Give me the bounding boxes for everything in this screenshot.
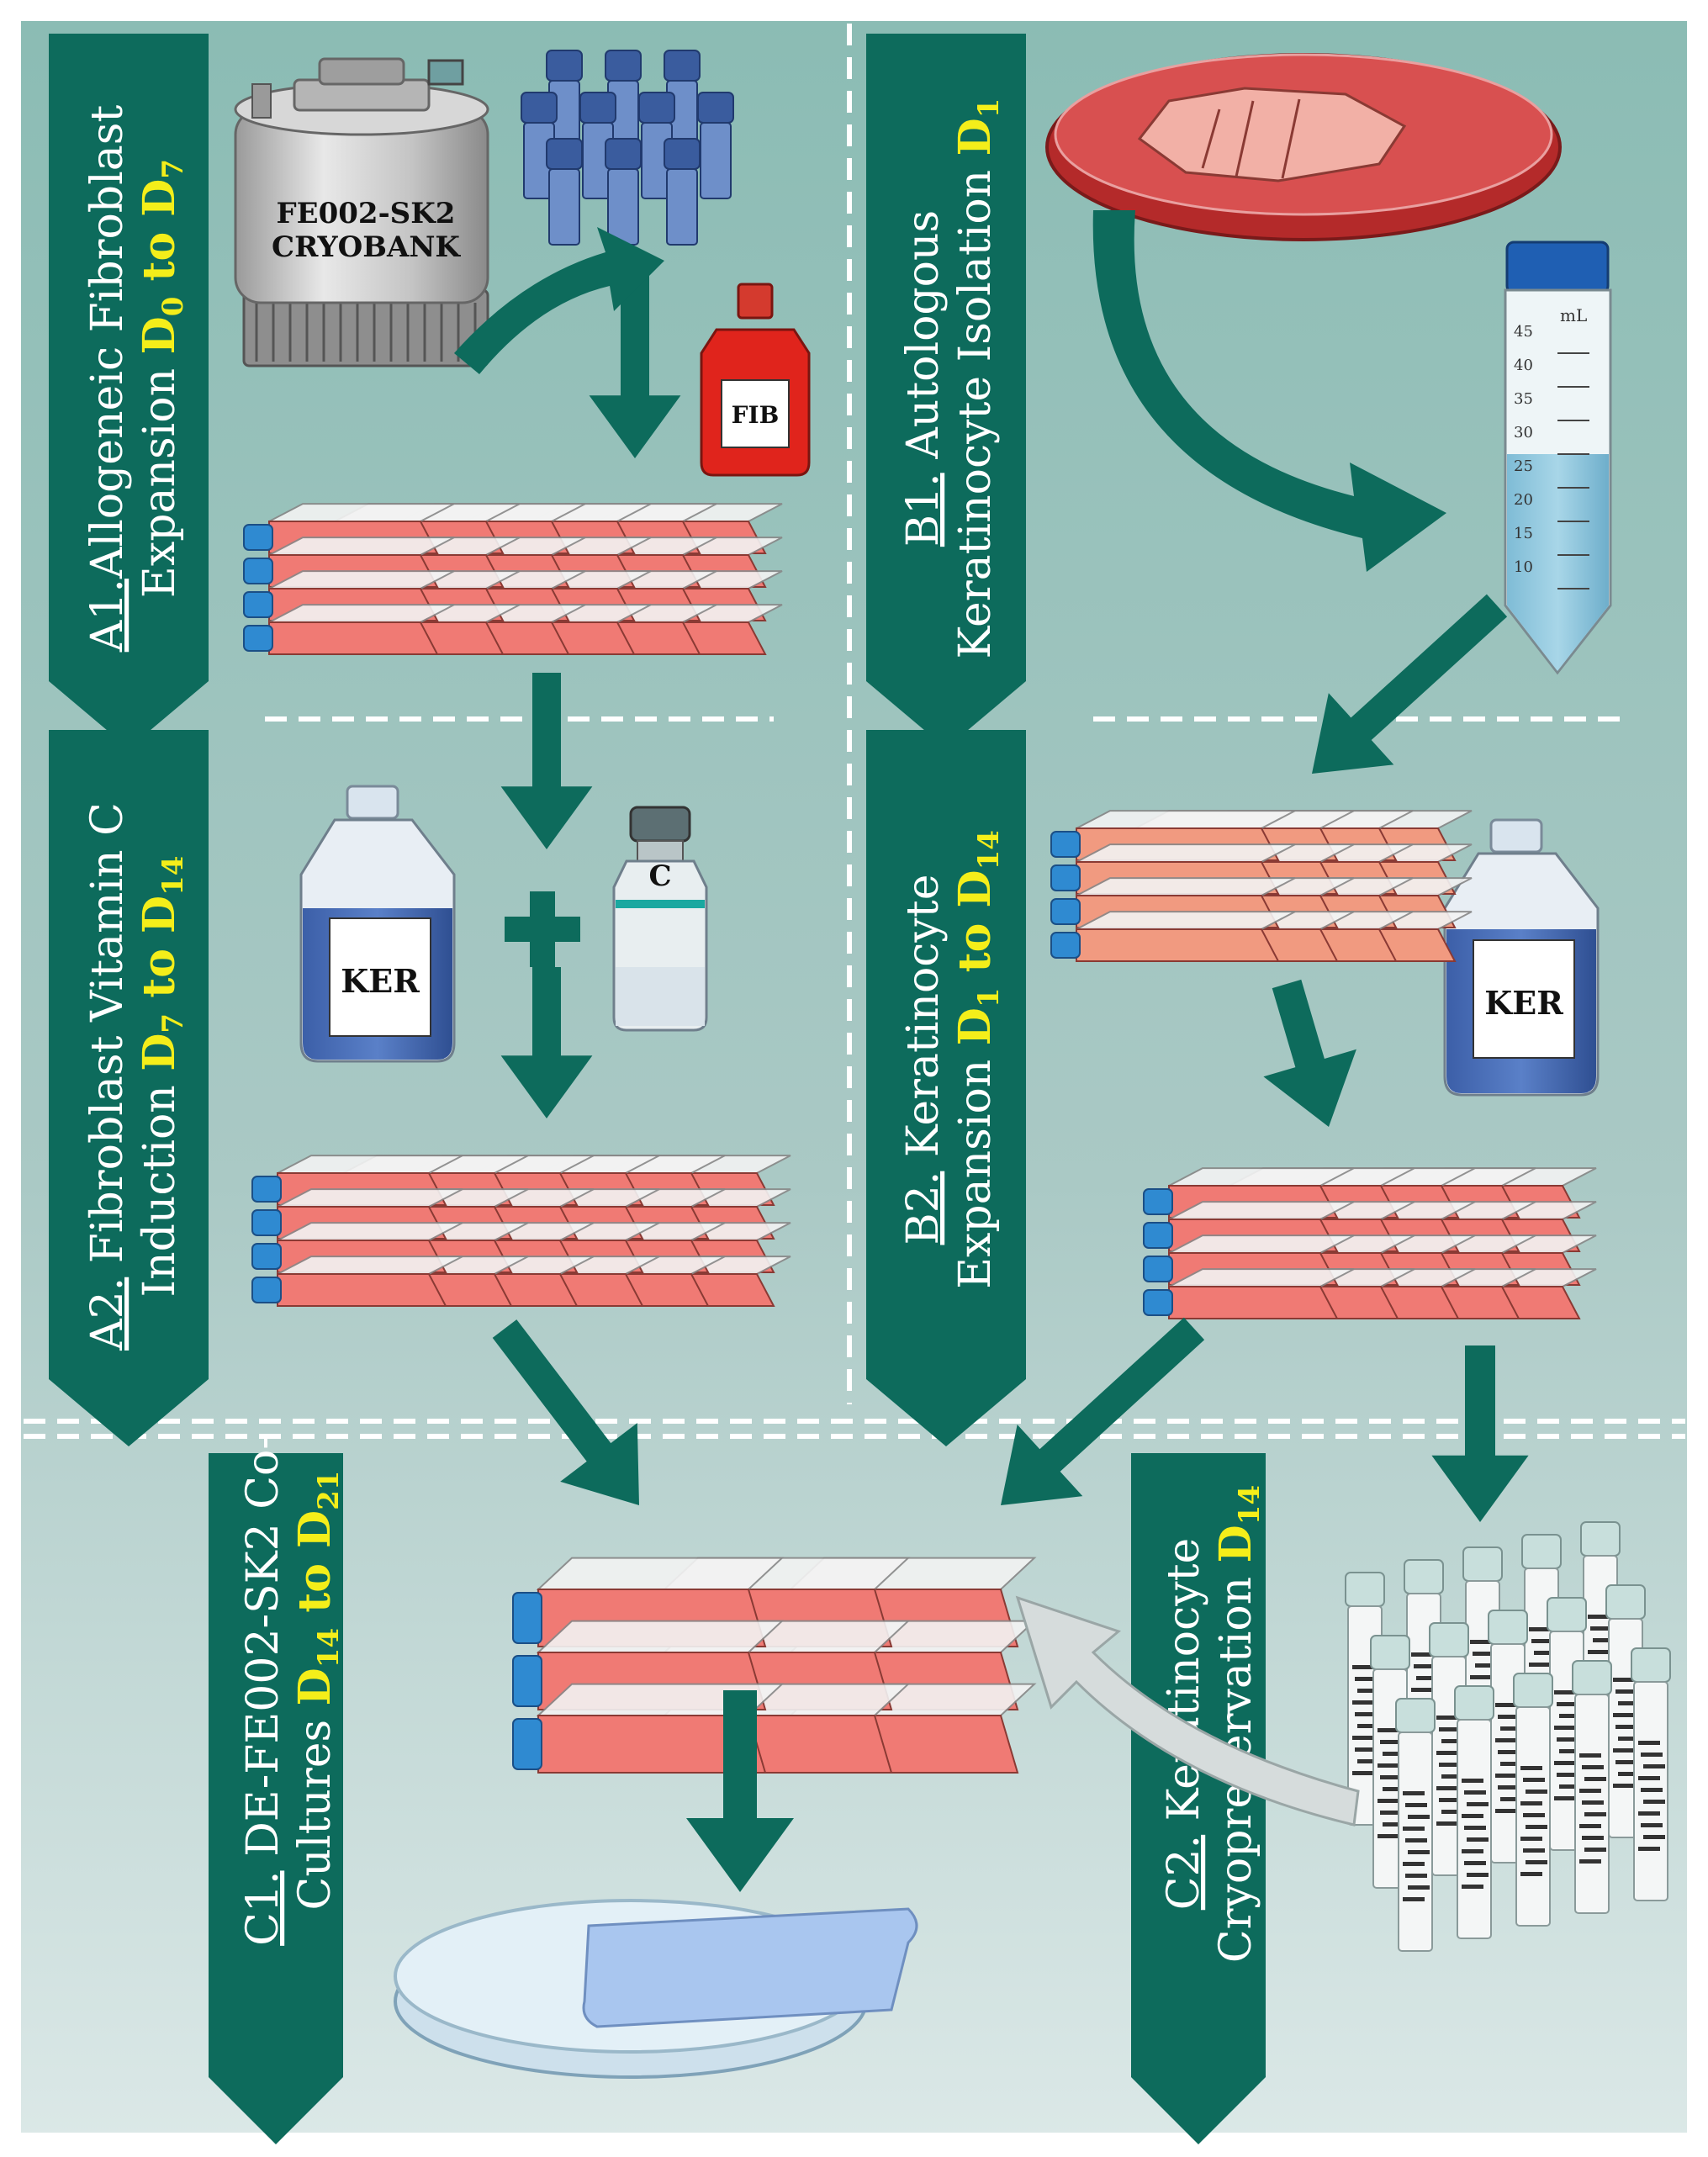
vitamin-c-vial [612,806,708,1032]
banner-code-a2: A2. [82,1277,133,1351]
banner-b2 [866,730,1026,1446]
banner-c1 [209,1453,343,2144]
tube-tick-label: 25 [1514,457,1533,475]
svg-text:B1. Autologous: B1. Autologous [898,210,949,547]
vitamin-c-label: C [648,859,671,893]
banner-code-c2: C2. [1159,1835,1209,1910]
cryobank-tank [234,57,489,367]
banner-b1 [866,34,1026,748]
tube-tick-label: 40 [1514,357,1533,374]
plus-icon [505,891,580,967]
cryobank-label-line2: CRYOBANK [272,230,461,264]
cryopreserved-vials [1345,1521,1671,1952]
tube-tick-label: 15 [1514,525,1533,542]
banner-line1-c1: DE-FE002-SK2 Co- [238,1435,288,1870]
cryovial [1454,1685,1494,1939]
arrow [1312,594,1508,774]
fib-bottle-label: FIB [732,401,780,429]
culture-flask-stacks [243,503,1597,1774]
tube-tick-label: 20 [1514,491,1533,509]
flask-stack-b2 [1143,1167,1597,1319]
flask-stack-a2 [251,1155,791,1307]
banner-line1-b2: Keratinocyte [898,875,949,1171]
ker-bottle-label-a2: KER [341,962,420,1000]
svg-text:C2. Keratinocyte: C2. Keratinocyte [1159,1538,1209,1911]
flask-stack-b1 [1050,810,1473,962]
tube-tick-label: 35 [1514,390,1533,408]
arrow [1263,979,1356,1127]
banner-c2 [1131,1453,1266,2144]
arrow [454,227,664,374]
step-banners [49,34,1266,2144]
cryovial-cluster [521,50,734,246]
banner-line1-a1: Allogeneic Fibroblast [82,105,133,579]
banner-text-b2: B2. Keratinocyte Expansion D1 to D14 [898,830,1006,1289]
falcon-tube [1504,241,1612,675]
tube-tick-label: 45 [1514,323,1533,341]
svg-text:A2. Fibroblast Vitamin C: A2. Fibroblast Vitamin C [82,802,133,1351]
ker-bottle-label-b2: KER [1484,984,1563,1022]
svg-text:Induction D7 to D14: Induction D7 to D14 [134,856,190,1298]
process-arrows [454,210,1529,1892]
arrow [686,1690,794,1892]
tube-tick-labels: 45 40 35 30 25 20 15 10 [1514,323,1533,576]
banner-text-b1: B1. Autologous Keratinocyte Isolation D1 [898,98,1006,659]
banner-line1-a2: Fibroblast Vitamin C [82,802,133,1277]
banner-text-a2: A2. Fibroblast Vitamin C Induction D7 to… [82,802,190,1351]
banner-text-a1: A1.Allogeneic Fibroblast Expansion D0 to… [82,105,190,653]
arrow [589,269,681,458]
coculture-petri-dish [394,1899,918,2079]
svg-text:C1. DE-FE002-SK2 Co-: C1. DE-FE002-SK2 Co- [238,1435,288,1946]
svg-text:Expansion D0 to D7: Expansion D0 to D7 [134,159,190,598]
section-dividers [24,24,1685,1439]
tube-unit-label: mL [1560,305,1587,325]
tube-tick-label: 10 [1514,558,1533,576]
tube-tick-label: 30 [1514,424,1533,441]
banner-a1 [49,34,209,748]
arrow [1092,210,1446,572]
cryobank-label-line1: FE002-SK2 [277,197,456,230]
ker-media-bottle-b2 [1443,818,1600,1097]
cryovial [1572,1660,1612,1914]
banner-code-b1: B1. [898,473,949,547]
flask-stack-a1 [243,503,783,655]
svg-text:Expansion D1 to D14: Expansion D1 to D14 [949,830,1006,1289]
arrow [1431,1345,1529,1522]
svg-text:Keratinocyte Isolation D1: Keratinocyte Isolation D1 [949,98,1006,659]
ker-media-bottle-a2 [299,785,456,1063]
banner-text-c1: C1. DE-FE002-SK2 Co- Cultures D14 to D21 [238,1435,346,1946]
banner-a2 [49,730,209,1446]
banner-line1-c2: Keratinocyte [1159,1538,1209,1835]
cryovial [1631,1647,1671,1901]
flask-stack-c1 [512,1557,1037,1774]
svg-text:A1.Allogeneic Fibroblast: A1.Allogeneic Fibroblast [82,105,133,653]
svg-text:B2. Keratinocyte: B2. Keratinocyte [898,875,949,1245]
arrow [500,967,593,1118]
arrow [500,673,593,849]
return-arrow [1015,1595,1360,1827]
cryovial [1395,1698,1436,1952]
banner-line1-b1: Autologous [898,210,949,473]
tissue-petri-dish [1045,53,1562,241]
banner-code-b2: B2. [898,1171,949,1245]
banner-code-a1: A1. [82,579,133,653]
fib-media-bottle [700,283,811,477]
arrow [1001,1317,1205,1505]
svg-text:Cryopreservation D14: Cryopreservation D14 [1210,1485,1266,1963]
svg-text:Cultures D14 to D21: Cultures D14 to D21 [289,1471,346,1911]
arrow [492,1319,639,1505]
banner-code-c1: C1. [238,1870,288,1945]
cryovial [1513,1673,1553,1927]
